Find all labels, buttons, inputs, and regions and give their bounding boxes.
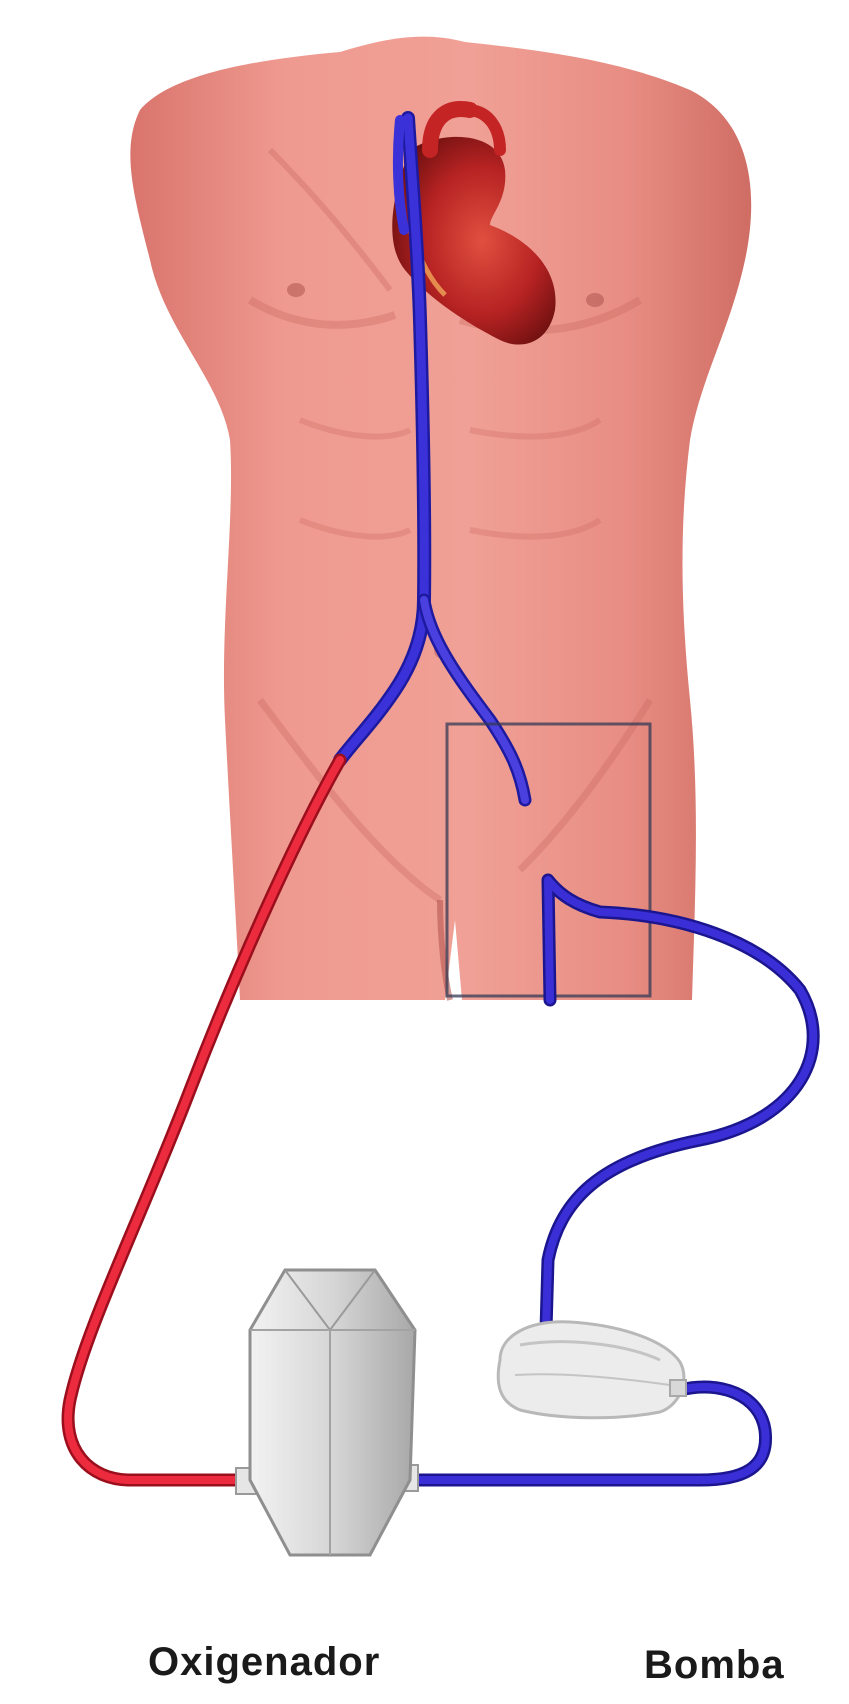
pump-device xyxy=(498,1322,686,1418)
oxygenator-label: Oxigenador xyxy=(148,1640,380,1685)
pump-label: Bomba xyxy=(644,1643,785,1688)
oxygenator-device xyxy=(236,1270,418,1555)
